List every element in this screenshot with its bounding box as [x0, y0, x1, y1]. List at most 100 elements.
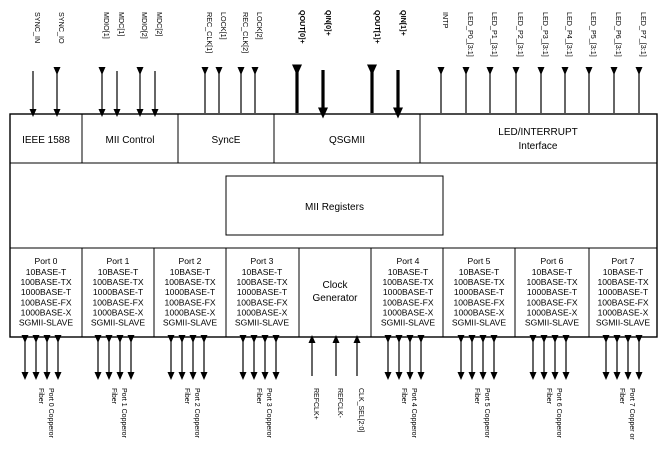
- port-mode: 10BASE-T: [603, 267, 644, 277]
- top-pin-led-p5-3-1: LED_P5_[3:1]: [585, 12, 598, 113]
- top-pin-label: LED_P6_[3:1]: [614, 12, 623, 57]
- port-block-4: Port 410BASE-T100BASE-TX1000BASE-T100BAS…: [381, 256, 436, 328]
- port-mode: SGMII-SLAVE: [596, 318, 651, 328]
- port-mode: 1000BASE-X: [165, 307, 216, 317]
- top-pin-label: MDIO[2]: [140, 12, 149, 39]
- block-ieee1588-label: IEEE 1588: [22, 135, 70, 146]
- port-mode: SGMII-SLAVE: [452, 318, 507, 328]
- clock-pin-clk-sel-2-0: CLK_SEL[2:0]: [353, 335, 364, 432]
- top-pin-led-p7-3-1: LED_P7_[3:1]: [635, 12, 648, 113]
- top-pin-label: LED_P1_[3:1]: [490, 12, 499, 57]
- port-mode: 10BASE-T: [170, 267, 211, 277]
- port-mode: 100BASE-FX: [453, 297, 504, 307]
- port-mode: 1000BASE-T: [598, 287, 649, 297]
- top-pin-mdc-1: MDC[1]: [113, 12, 126, 117]
- port-mode: SGMII-SLAVE: [235, 318, 290, 328]
- port-mode: 100BASE-TX: [92, 277, 143, 287]
- top-pin-label: LOCK[2]: [255, 12, 264, 40]
- top-pin-qout-1: QOUT[1]+: [367, 10, 382, 113]
- port-mode: 1000BASE-T: [21, 287, 72, 297]
- port-mode: 100BASE-TX: [526, 277, 577, 287]
- port-mode: SGMII-SLAVE: [91, 318, 146, 328]
- port-mode: 1000BASE-T: [237, 287, 288, 297]
- port-mode: 100BASE-FX: [526, 297, 577, 307]
- top-pin-led-p3-3-1: LED_P3_[3:1]: [537, 12, 550, 113]
- block-led-interrupt-label: LED/INTERRUPT: [498, 127, 577, 138]
- port-mode: SGMII-SLAVE: [381, 318, 436, 328]
- port-mode: 10BASE-T: [459, 267, 500, 277]
- top-pin-qout-0: QOUT[0]+: [292, 10, 307, 113]
- port-mode: 1000BASE-X: [598, 307, 649, 317]
- top-pin-label: REC_CLK[2]: [241, 12, 250, 53]
- clock-pin-refclk: REFCLK-: [332, 335, 343, 419]
- ports-layer: Port 010BASE-T100BASE-TX1000BASE-T100BAS…: [19, 256, 651, 328]
- bottom-port-label-fiber: Fiber: [545, 388, 552, 405]
- port-block-3: Port 310BASE-T100BASE-TX1000BASE-T100BAS…: [235, 256, 290, 328]
- bottom-port-label-fiber: Fiber: [183, 388, 190, 405]
- port-block-5: Port 510BASE-T100BASE-TX1000BASE-T100BAS…: [452, 256, 507, 328]
- port-mode: 1000BASE-X: [454, 307, 505, 317]
- top-pin-label: QIN[1]+: [399, 10, 408, 36]
- port-mode: 100BASE-TX: [164, 277, 215, 287]
- port-block-7: Port 710BASE-T100BASE-TX1000BASE-T100BAS…: [596, 256, 651, 328]
- bottom-port-label-fiber: Fiber: [110, 388, 117, 405]
- port-name: Port 4: [397, 256, 420, 266]
- port-mode: SGMII-SLAVE: [163, 318, 218, 328]
- port-mode: 100BASE-FX: [236, 297, 287, 307]
- top-pin-led-p4-3-1: LED_P4_[3:1]: [561, 12, 574, 113]
- top-pin-led-p2-3-1: LED_P2_[3:1]: [512, 12, 525, 113]
- port-mode: 10BASE-T: [242, 267, 283, 277]
- port-name: Port 3: [251, 256, 274, 266]
- bottom-port-label: Port 1 Copperor: [120, 388, 127, 438]
- bottom-port-label-fiber: Fiber: [37, 388, 44, 405]
- header-band: IEEE 1588 MII Control SyncE QSGMII LED/I…: [10, 114, 657, 164]
- port-name: Port 1: [107, 256, 130, 266]
- top-pin-rec-clk-2: REC_CLK[2]: [237, 12, 250, 113]
- port-mode: 100BASE-TX: [382, 277, 433, 287]
- port-mode: 100BASE-FX: [92, 297, 143, 307]
- top-pin-label: QIN[0]+: [324, 10, 333, 36]
- top-pin-intp: INTP: [437, 12, 450, 113]
- clock-pin-label: CLK_SEL[2:0]: [357, 388, 364, 432]
- top-pin-rec-clk-1: REC_CLK[1]: [201, 12, 214, 113]
- top-pin-label: SYNC_IO: [57, 12, 66, 44]
- port-name: Port 0: [35, 256, 58, 266]
- top-pin-qin-1: QIN[1]+: [393, 10, 408, 119]
- port-mode: 100BASE-FX: [597, 297, 648, 307]
- top-pin-label: INTP: [441, 12, 450, 29]
- top-pin-mdio-2: MDIO[2]: [136, 12, 149, 117]
- port-name: Port 2: [179, 256, 202, 266]
- bottom-port-label-fiber: Fiber: [618, 388, 625, 405]
- port-mode: 100BASE-TX: [453, 277, 504, 287]
- block-led-interrupt-label2: Interface: [519, 141, 558, 152]
- clock-generator-label-1: Clock: [322, 280, 348, 291]
- port-block-2: Port 210BASE-T100BASE-TX1000BASE-T100BAS…: [163, 256, 218, 328]
- port-name: Port 6: [541, 256, 564, 266]
- top-pin-label: REC_CLK[1]: [205, 12, 214, 53]
- clock-pin-label: REFCLK-: [336, 388, 343, 419]
- port-mode: 1000BASE-X: [93, 307, 144, 317]
- bottom-port-label: Port 0 Copperor: [47, 388, 54, 438]
- top-pin-label: SYNC_IN: [33, 12, 42, 43]
- block-mii-control-label: MII Control: [106, 135, 155, 146]
- top-pin-led-p0-3-1: LED_P0_[3:1]: [462, 12, 475, 113]
- bottom-port-label: Port 6 Copperor: [555, 388, 562, 438]
- top-pin-sync-io: SYNC_IO: [53, 12, 66, 117]
- top-pin-sync-in: SYNC_IN: [29, 12, 42, 117]
- port-mode: 1000BASE-X: [527, 307, 578, 317]
- block-qsgmii-label: QSGMII: [329, 135, 365, 146]
- clock-generator-block: Clock Generator: [312, 280, 358, 304]
- port-mode: 1000BASE-T: [454, 287, 505, 297]
- port-name: Port 7: [612, 256, 635, 266]
- port-mode: 1000BASE-T: [527, 287, 578, 297]
- port-name: Port 5: [468, 256, 491, 266]
- port-mode: 100BASE-FX: [164, 297, 215, 307]
- port-mode: 10BASE-T: [98, 267, 139, 277]
- port-block-1: Port 110BASE-T100BASE-TX1000BASE-T100BAS…: [91, 256, 146, 328]
